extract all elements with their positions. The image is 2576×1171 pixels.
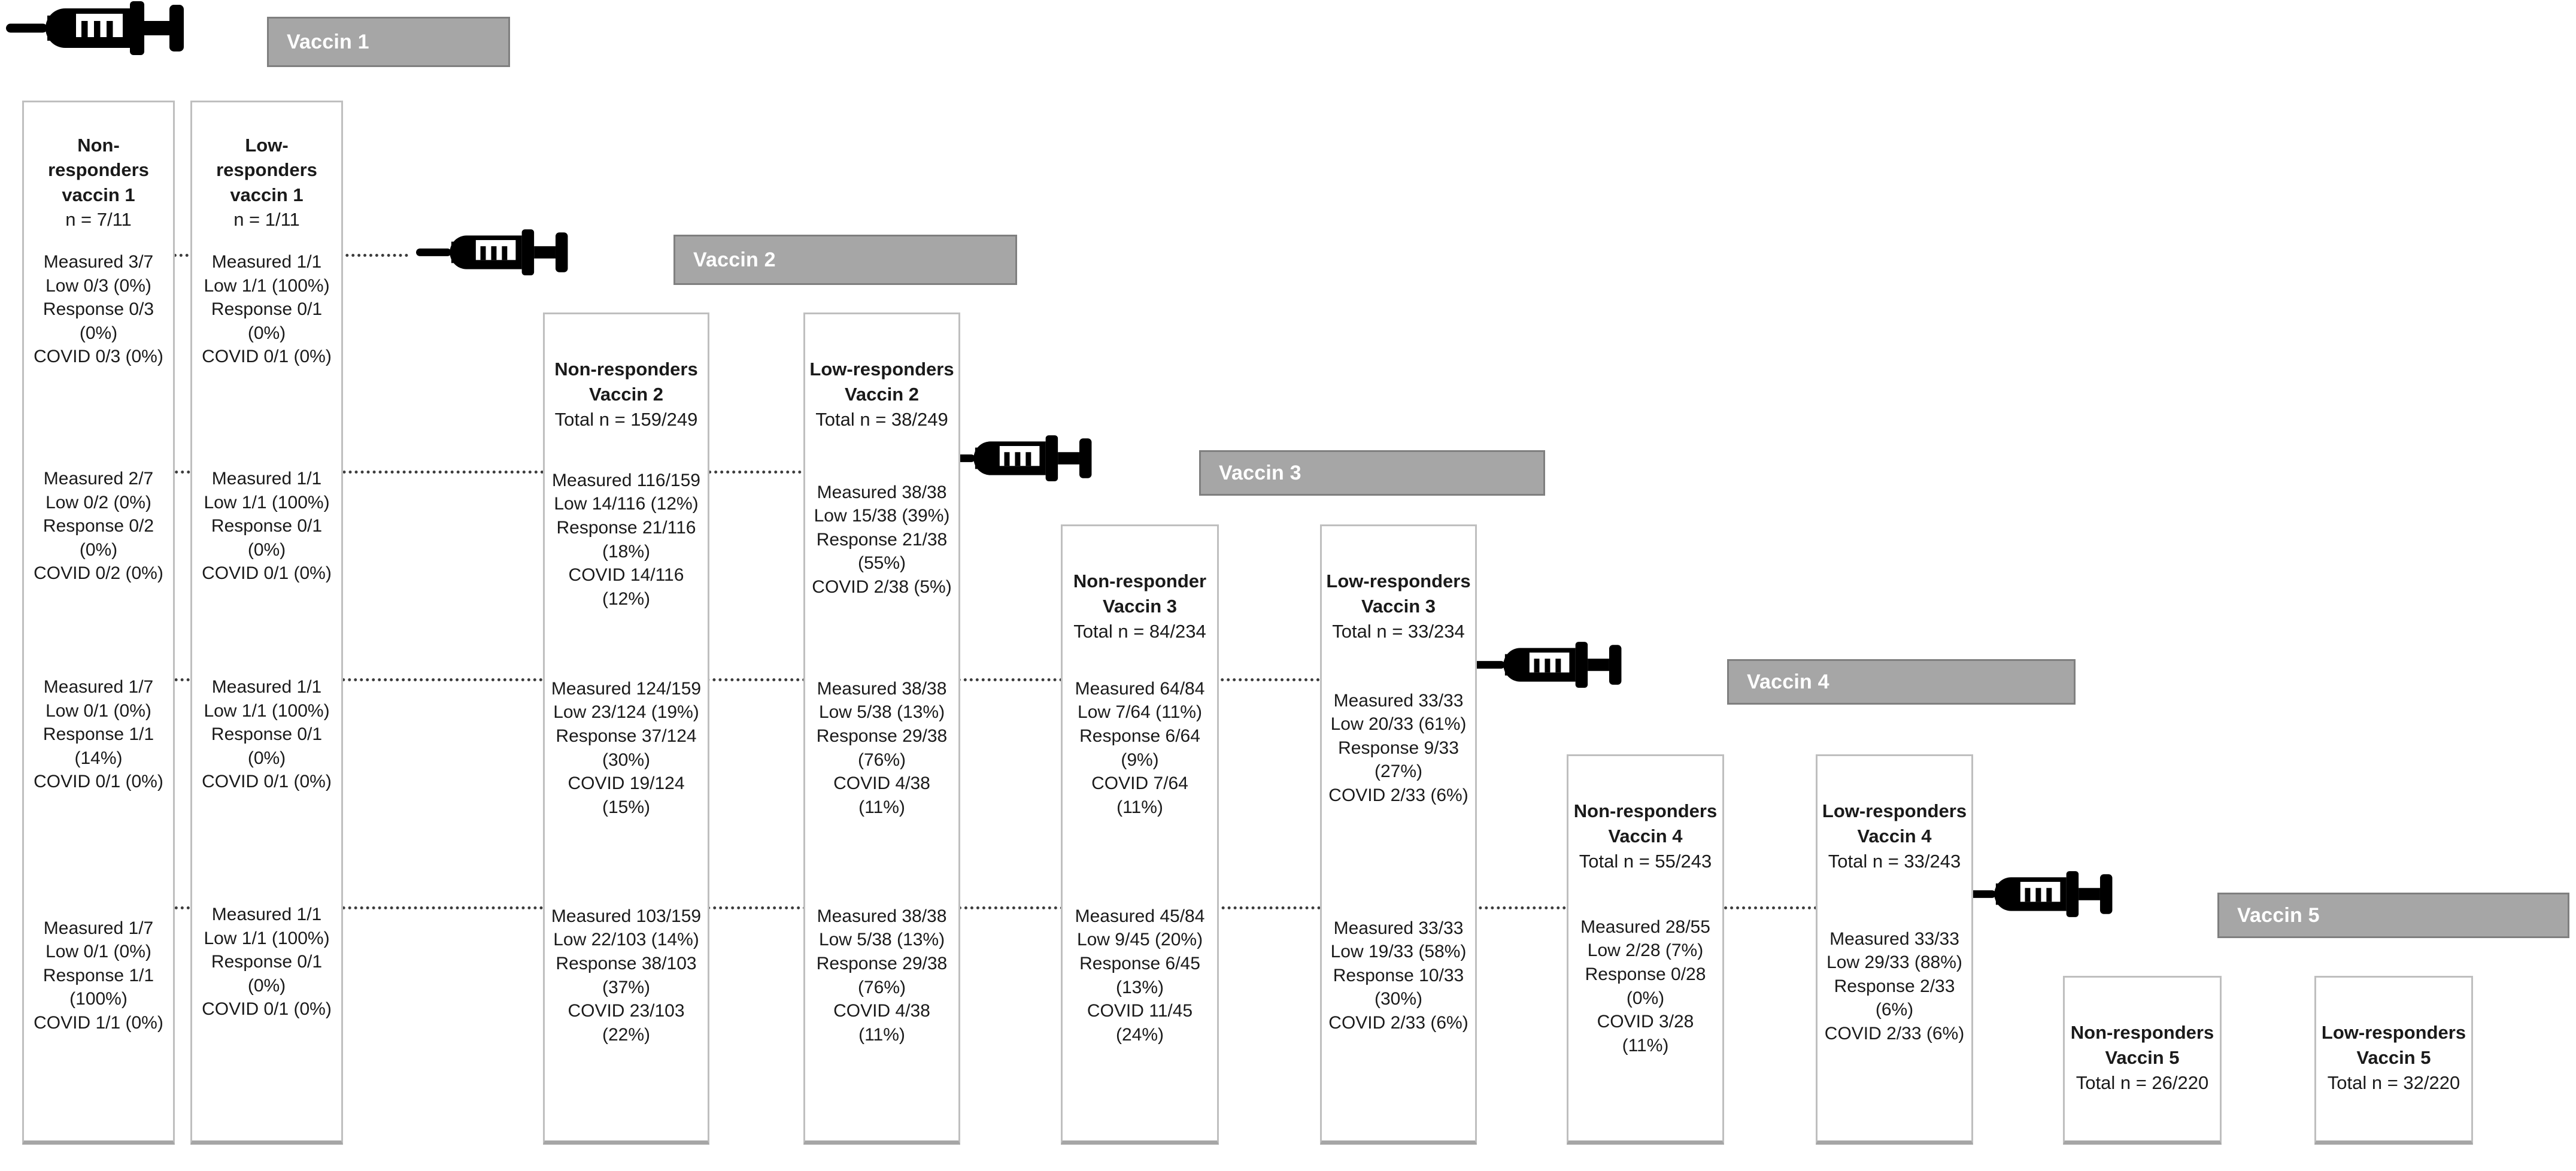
column-header: Low-responders Vaccin 4 Total n = 33/243 (1818, 767, 1971, 881)
cell-dose-2: Measured 2/7 Low 0/2 (0%) Response 0/2 (… (34, 469, 163, 584)
column-total: Total n = 55/243 (1579, 850, 1712, 872)
cell-dose-3: Measured 103/159 Low 22/103 (14%) Respon… (551, 906, 702, 1045)
column-title: Low-responders Vaccin 2 (809, 359, 954, 405)
column-title: Non-responders vaccin 1 (48, 134, 149, 205)
cell-dose-1: Measured 28/55 Low 2/28 (7%) Response 0/… (1580, 917, 1710, 1055)
banner-vaccin-5: Vaccin 5 (2217, 893, 2569, 938)
cell-dose-1: Measured 33/33 Low 29/33 (88%) Response … (1824, 929, 1965, 1043)
cell-dose-1: Measured 64/84 Low 7/64 (11%) Response 6… (1075, 678, 1205, 817)
cell-dose-3: Measured 1/1 Low 1/1 (100%) Response 0/1… (202, 677, 332, 792)
cell-dose-4: Measured 1/1 Low 1/1 (100%) Response 0/1… (202, 905, 332, 1020)
dotted-separator-row-4 (37, 906, 1956, 909)
column-header: Non-responders Vaccin 5 Total n = 26/220 (2065, 988, 2220, 1102)
column-header: Non-responders vaccin 1 n = 7/11 (24, 113, 173, 230)
column-low-responders-vaccin-4: Low-responders Vaccin 4 Total n = 33/243… (1816, 754, 1973, 1145)
cell-dose-1: Measured 38/38 Low 15/38 (39%) Response … (812, 482, 952, 597)
cell-dose-3: Measured 1/7 Low 0/1 (0%) Response 1/1 (… (34, 677, 163, 792)
column-low-responders-vaccin-3: Low-responders Vaccin 3 Total n = 33/234… (1320, 524, 1477, 1145)
syringe-icon-vaccin-4 (1470, 642, 1661, 688)
banner-label: Vaccin 4 (1747, 670, 1829, 693)
column-non-responders-vaccin-2: Non-responders Vaccin 2 Total n = 159/24… (543, 313, 709, 1145)
banner-label: Vaccin 2 (693, 248, 776, 271)
column-total: n = 1/11 (233, 209, 300, 230)
column-total: Total n = 33/234 (1332, 620, 1465, 642)
banner-label: Vaccin 3 (1219, 461, 1301, 484)
column-total: Total n = 38/249 (815, 408, 948, 430)
column-non-responders-vaccin-1: Non-responders vaccin 1 n = 7/11 Measure… (22, 101, 175, 1145)
cell-dose-1: Measured 1/1 Low 1/1 (100%) Response 0/1… (202, 252, 332, 367)
column-total: Total n = 33/243 (1828, 850, 1961, 872)
column-total: Total n = 26/220 (2076, 1072, 2209, 1093)
cell-dose-1: Measured 116/159 Low 14/116 (12%) Respon… (552, 470, 700, 609)
column-header: Low-responders vaccin 1 n = 1/11 (192, 113, 341, 230)
column-title: Low-responders Vaccin 4 (1822, 800, 1967, 847)
column-non-responders-vaccin-4: Non-responders Vaccin 4 Total n = 55/243… (1567, 754, 1724, 1145)
column-total: Total n = 159/249 (554, 408, 698, 430)
cell-dose-1: Measured 33/33 Low 20/33 (61%) Response … (1328, 690, 1468, 805)
column-low-responders-vaccin-5: Low-responders Vaccin 5 Total n = 32/220 (2314, 976, 2473, 1145)
syringe-icon-vaccin-5 (1961, 871, 2152, 917)
column-title: Non-responders Vaccin 5 (2070, 1022, 2214, 1068)
column-header: Non-responders Vaccin 4 Total n = 55/243 (1568, 767, 1722, 881)
column-non-responder-vaccin-3: Non-responder Vaccin 3 Total n = 84/234 … (1061, 524, 1219, 1145)
column-title: Low-responders Vaccin 3 (1326, 571, 1471, 617)
banner-label: Vaccin 1 (287, 30, 369, 53)
cell-dose-2: Measured 38/38 Low 5/38 (13%) Response 2… (816, 678, 948, 817)
column-header: Low-responders Vaccin 3 Total n = 33/234 (1322, 537, 1475, 651)
syringe-icon-vaccin-1 (6, 1, 230, 55)
column-title: Low-responders vaccin 1 (216, 134, 317, 205)
column-total: Total n = 84/234 (1073, 620, 1206, 642)
cell-dose-2: Measured 45/84 Low 9/45 (20%) Response 6… (1075, 906, 1205, 1045)
cell-dose-2: Measured 124/159 Low 23/124 (19%) Respon… (551, 678, 702, 817)
dotted-separator-row-2 (37, 471, 934, 474)
banner-vaccin-3: Vaccin 3 (1199, 450, 1545, 496)
banner-vaccin-1: Vaccin 1 (267, 17, 510, 67)
cell-dose-4: Measured 1/7 Low 0/1 (0%) Response 1/1 (… (34, 918, 163, 1033)
column-header: Low-responders Vaccin 5 Total n = 32/220 (2316, 988, 2471, 1102)
column-title: Non-responder Vaccin 3 (1073, 571, 1207, 617)
banner-label: Vaccin 5 (2237, 903, 2320, 927)
banner-vaccin-4: Vaccin 4 (1727, 659, 2076, 705)
column-title: Non-responders Vaccin 2 (554, 359, 698, 405)
cell-dose-1: Measured 3/7 Low 0/3 (0%) Response 0/3 (… (34, 252, 163, 367)
cell-dose-2: Measured 33/33 Low 19/33 (58%) Response … (1328, 918, 1468, 1033)
syringe-icon-vaccin-3 (940, 435, 1131, 481)
syringe-icon-vaccin-2 (416, 229, 608, 275)
column-low-responders-vaccin-1: Low-responders vaccin 1 n = 1/11 Measure… (190, 101, 343, 1145)
column-low-responders-vaccin-2: Low-responders Vaccin 2 Total n = 38/249… (803, 313, 960, 1145)
column-total: Total n = 32/220 (2327, 1072, 2460, 1093)
cell-dose-3: Measured 38/38 Low 5/38 (13%) Response 2… (816, 906, 948, 1045)
banner-vaccin-2: Vaccin 2 (673, 235, 1017, 285)
dotted-separator-row-3 (37, 678, 1464, 681)
column-total: n = 7/11 (65, 209, 132, 230)
column-header: Non-responders Vaccin 2 Total n = 159/24… (545, 325, 708, 439)
column-non-responders-vaccin-5: Non-responders Vaccin 5 Total n = 26/220 (2063, 976, 2222, 1145)
column-title: Low-responders Vaccin 5 (2321, 1022, 2466, 1068)
cell-dose-2: Measured 1/1 Low 1/1 (100%) Response 0/1… (202, 469, 332, 584)
column-header: Non-responder Vaccin 3 Total n = 84/234 (1063, 537, 1217, 651)
column-title: Non-responders Vaccin 4 (1573, 800, 1718, 847)
column-header: Low-responders Vaccin 2 Total n = 38/249 (805, 325, 958, 439)
